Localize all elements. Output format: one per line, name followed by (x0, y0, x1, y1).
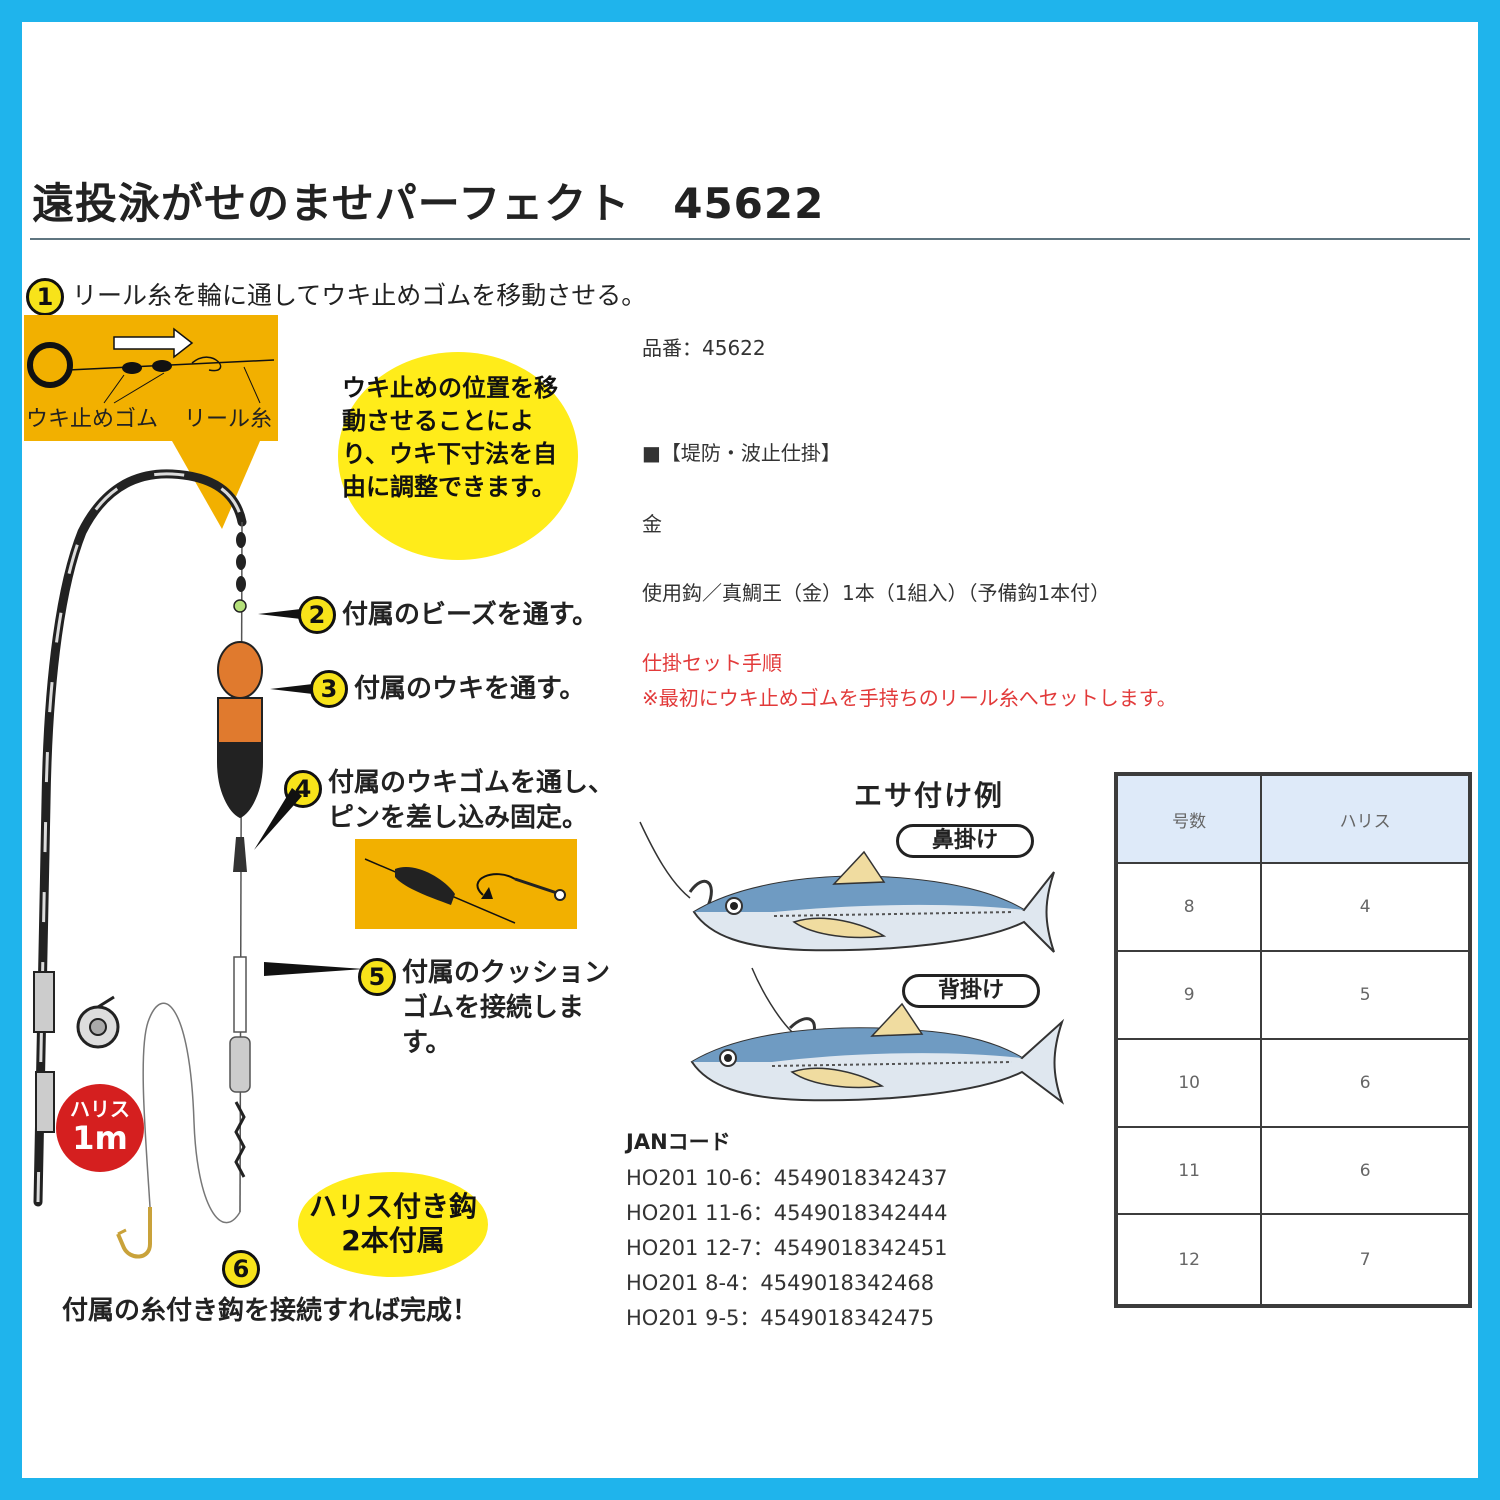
step-1-illustration: ウキ止めゴム リール糸 (24, 315, 278, 441)
table-row: 8 4 (1114, 862, 1471, 952)
jan-code-row: HO201 9-5：4549018342475 (626, 1306, 935, 1330)
step-3-text: 付属のウキを通す。 (354, 674, 586, 704)
cell-leader: 7 (1260, 1213, 1471, 1307)
cell-leader: 6 (1260, 1037, 1471, 1128)
step-2-text: 付属のビーズを通す。 (342, 600, 599, 630)
step-4-text: 付属のウキゴムを通し、ピンを差し込み固定。 (328, 768, 615, 833)
table-row: 12 7 (1114, 1213, 1471, 1307)
jan-code-row: HO201 12-7：4549018342451 (626, 1236, 948, 1260)
product-color: 金 (642, 512, 662, 536)
table-header-row: 号数 ハリス (1114, 773, 1471, 864)
header-hook-size: 号数 (1114, 773, 1263, 864)
step-6-text: 付属の糸付き鈎を接続すれば完成！ (62, 1296, 479, 1326)
step-5-text: 付属のクッションゴムを接続します。 (402, 958, 611, 1058)
cell-hook-size: 11 (1114, 1125, 1263, 1216)
step-5-number: 5 (358, 958, 396, 996)
step-1-text: リール糸を輪に通してウキ止めゴムを移動させる。 (72, 281, 647, 310)
hook-spec: 使用鈎／真鯛王（金）1本（1組入）（予備鈎1本付） (642, 581, 1111, 605)
cell-leader: 4 (1260, 862, 1471, 952)
step-6-number: 6 (222, 1250, 260, 1288)
jan-code-row: HO201 11-6：4549018342444 (626, 1201, 948, 1225)
product-number: 品番：45622 (642, 336, 766, 360)
page-title: 遠投泳がせのませパーフェクト 45622 (32, 179, 825, 228)
header-leader: ハリス (1260, 773, 1471, 864)
size-spec-table: 号数 ハリス 8 4 9 5 10 6 11 6 12 7 (1114, 772, 1472, 1308)
step-3-number: 3 (310, 670, 348, 708)
ring-and-stopper-icon (27, 327, 275, 404)
setup-note: ※最初にウキ止めゴムを手持ちのリール糸へセットします。 (642, 686, 1177, 710)
cell-leader: 5 (1260, 949, 1471, 1040)
cell-leader: 6 (1260, 1125, 1471, 1216)
step-4-pointer (254, 788, 302, 850)
step-4-illustration (355, 839, 577, 929)
bait-example-title: エサ付け例 (854, 779, 1005, 812)
nose-hook-label: 鼻掛け (896, 824, 1034, 858)
step-1-number: 1 (26, 278, 64, 316)
hook-badge-line2: 2本付属 (341, 1224, 445, 1257)
jan-code-row: HO201 10-6：4549018342437 (626, 1166, 948, 1190)
product-category: ■【堤防・波止仕掛】 (642, 441, 841, 465)
float-rubber-pin-icon (364, 858, 566, 924)
back-hooked-fish-icon (690, 967, 1065, 1105)
step-5-pointer (264, 962, 364, 976)
rod-and-line-drawing (33, 441, 263, 1259)
setup-heading: 仕掛セット手順 (642, 651, 782, 675)
leader-length-badge: ハリス 1m (56, 1084, 144, 1172)
callout-bubble (338, 352, 578, 560)
step-2-number: 2 (298, 596, 336, 634)
nose-hooked-fish-icon (639, 821, 1055, 953)
leader-badge-label: ハリス (70, 1097, 130, 1121)
jan-code-row: HO201 8-4：4549018342468 (626, 1271, 935, 1295)
leader-badge-value: 1m (72, 1119, 128, 1157)
cell-hook-size: 9 (1114, 949, 1263, 1040)
rubber-stopper-label: ウキ止めゴム (26, 407, 159, 432)
reel-line-label: リール糸 (184, 407, 273, 432)
jan-title: JANコード (626, 1130, 731, 1154)
product-page: 遠投泳がせのませパーフェクト 45622 1 リール糸を輪に通してウキ止めゴムを… (22, 22, 1478, 1478)
included-hooks-badge: ハリス付き鈎 2本付属 (298, 1172, 488, 1277)
cell-hook-size: 12 (1114, 1213, 1263, 1307)
title-divider (30, 238, 1470, 240)
hook-badge-line1: ハリス付き鈎 (308, 1190, 477, 1223)
back-hook-label: 背掛け (902, 974, 1040, 1008)
cell-hook-size: 8 (1114, 862, 1263, 952)
callout-text: ウキ止めの位置を移動させることにより、ウキ下寸法を自由に調整できます。 (342, 374, 558, 501)
table-row: 10 6 (1114, 1037, 1471, 1128)
table-row: 11 6 (1114, 1125, 1471, 1216)
table-row: 9 5 (1114, 949, 1471, 1040)
cell-hook-size: 10 (1114, 1037, 1263, 1128)
